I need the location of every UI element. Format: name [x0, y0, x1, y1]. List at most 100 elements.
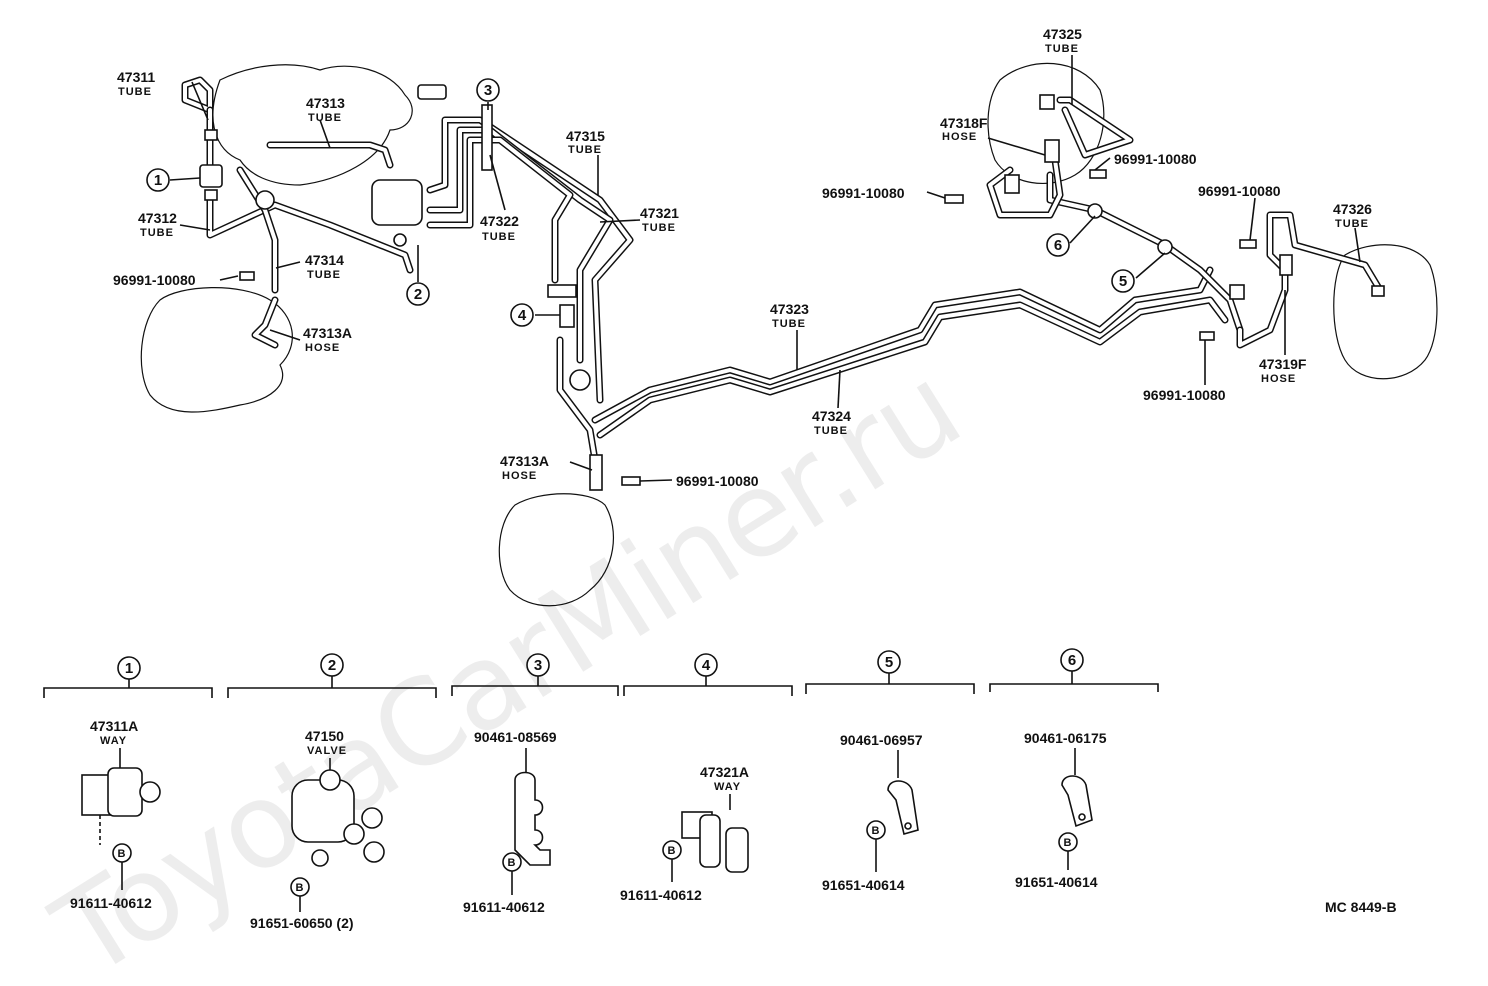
center-tubes — [426, 116, 1229, 464]
drawing-code: MC 8449-B — [1325, 899, 1397, 915]
label-clip-rt2: 96991-10080 — [822, 185, 905, 201]
fittings — [199, 84, 1385, 491]
label-47325: 47325 TUBE — [1043, 26, 1082, 55]
svg-text:6: 6 — [1068, 652, 1076, 669]
callout-5: 5 — [1111, 269, 1135, 293]
svg-text:TUBE: TUBE — [1335, 218, 1369, 230]
svg-text:91611-40612: 91611-40612 — [70, 895, 152, 911]
label-47313a-left: 47313A HOSE — [303, 325, 352, 354]
svg-text:WAY: WAY — [100, 735, 127, 747]
svg-text:90461-08569: 90461-08569 — [474, 729, 557, 745]
front-left-wheel-outline — [140, 287, 293, 413]
front-right-wheel-outline — [498, 493, 615, 607]
callout-3: 3 — [476, 78, 500, 102]
svg-text:6: 6 — [1054, 237, 1062, 254]
svg-text:4: 4 — [518, 307, 527, 324]
front-tubes — [181, 76, 414, 349]
svg-text:HOSE: HOSE — [305, 342, 340, 354]
svg-text:5: 5 — [1119, 273, 1127, 290]
label-47319f: 47319F HOSE — [1259, 356, 1307, 385]
master-cylinder-outline — [212, 64, 413, 186]
svg-text:47319F: 47319F — [1259, 356, 1307, 372]
rear-right-drum-outline — [987, 62, 1105, 184]
svg-text:TUBE: TUBE — [308, 112, 342, 124]
label-47323: 47323 TUBE — [770, 301, 809, 330]
svg-text:HOSE: HOSE — [1261, 373, 1296, 385]
leader-lines — [169, 55, 1361, 482]
svg-text:91651-60650 (2): 91651-60650 (2) — [250, 915, 354, 931]
svg-text:WAY: WAY — [714, 781, 741, 793]
svg-text:2: 2 — [414, 286, 422, 303]
callout-4: 4 — [510, 303, 534, 327]
detail-2: 2 47150 VALVE B 91651-60650 (2) — [227, 653, 437, 931]
svg-text:47326: 47326 — [1333, 201, 1372, 217]
svg-text:TUBE: TUBE — [814, 425, 848, 437]
svg-text:TUBE: TUBE — [140, 227, 174, 239]
svg-text:B: B — [668, 845, 677, 857]
svg-text:1: 1 — [125, 660, 133, 677]
svg-text:3: 3 — [484, 82, 492, 99]
callout-2: 2 — [406, 282, 430, 306]
svg-text:91651-40614: 91651-40614 — [1015, 874, 1098, 890]
detail-5: 5 90461-06957 B 91651-40614 — [805, 650, 975, 893]
label-47311: 47311 TUBE — [117, 69, 155, 98]
svg-text:TUBE: TUBE — [772, 318, 806, 330]
svg-text:47322: 47322 — [480, 213, 519, 229]
svg-text:91651-40614: 91651-40614 — [822, 877, 905, 893]
callout-1: 1 — [146, 168, 170, 192]
svg-text:90461-06175: 90461-06175 — [1024, 730, 1107, 746]
svg-text:47315: 47315 — [566, 128, 605, 144]
svg-text:TUBE: TUBE — [642, 222, 676, 234]
label-47321: 47321 TUBE — [640, 205, 679, 234]
svg-text:HOSE: HOSE — [502, 470, 537, 482]
label-47322: 47322 TUBE — [480, 213, 519, 243]
label-clip-rt1: 96991-10080 — [1114, 151, 1197, 167]
svg-text:B: B — [508, 857, 517, 869]
label-47315: 47315 TUBE — [566, 128, 605, 156]
svg-text:47150: 47150 — [305, 728, 344, 744]
svg-text:4: 4 — [702, 657, 711, 674]
label-clip-rt3: 96991-10080 — [1198, 183, 1281, 199]
svg-text:91611-40612: 91611-40612 — [463, 899, 545, 915]
svg-text:47323: 47323 — [770, 301, 809, 317]
svg-text:47321: 47321 — [640, 205, 679, 221]
svg-text:47325: 47325 — [1043, 26, 1082, 42]
detail-6: 6 90461-06175 B 91651-40614 — [989, 648, 1159, 890]
svg-text:TUBE: TUBE — [568, 144, 602, 156]
svg-text:VALVE: VALVE — [307, 745, 347, 757]
svg-text:90461-06957: 90461-06957 — [840, 732, 923, 748]
svg-text:B: B — [1064, 837, 1073, 849]
svg-text:2: 2 — [328, 657, 336, 674]
label-clip-left: 96991-10080 — [113, 272, 196, 288]
detail-1: 1 47311A WAY B 91611-40612 — [43, 656, 213, 911]
label-47324: 47324 TUBE — [812, 408, 851, 437]
svg-text:5: 5 — [885, 654, 893, 671]
svg-text:47314: 47314 — [305, 252, 344, 268]
label-47312: 47312 TUBE — [138, 210, 177, 239]
svg-text:47312: 47312 — [138, 210, 177, 226]
svg-text:47324: 47324 — [812, 408, 851, 424]
label-47326: 47326 TUBE — [1333, 201, 1372, 230]
svg-text:47311A: 47311A — [90, 718, 138, 734]
svg-text:TUBE: TUBE — [1045, 43, 1079, 55]
callout-6: 6 — [1046, 233, 1070, 257]
rear-left-drum-outline — [1333, 244, 1438, 380]
svg-text:TUBE: TUBE — [482, 231, 516, 243]
svg-text:TUBE: TUBE — [118, 86, 152, 98]
detail-3: 3 90461-08569 B 91611-40612 — [451, 653, 619, 915]
label-47313: 47313 TUBE — [306, 95, 345, 124]
svg-text:B: B — [118, 848, 127, 860]
detail-4: 4 47321A WAY B 91611-40612 — [620, 653, 793, 903]
svg-text:B: B — [296, 882, 305, 894]
svg-text:47313: 47313 — [306, 95, 345, 111]
svg-text:47318F: 47318F — [940, 115, 988, 131]
label-clip-rt4: 96991-10080 — [1143, 387, 1226, 403]
svg-text:91611-40612: 91611-40612 — [620, 887, 702, 903]
label-clip-mid: 96991-10080 — [676, 473, 759, 489]
svg-text:47321A: 47321A — [700, 764, 749, 780]
label-47313a-mid: 47313A HOSE — [500, 453, 549, 482]
svg-text:3: 3 — [534, 657, 542, 674]
svg-text:47313A: 47313A — [303, 325, 352, 341]
